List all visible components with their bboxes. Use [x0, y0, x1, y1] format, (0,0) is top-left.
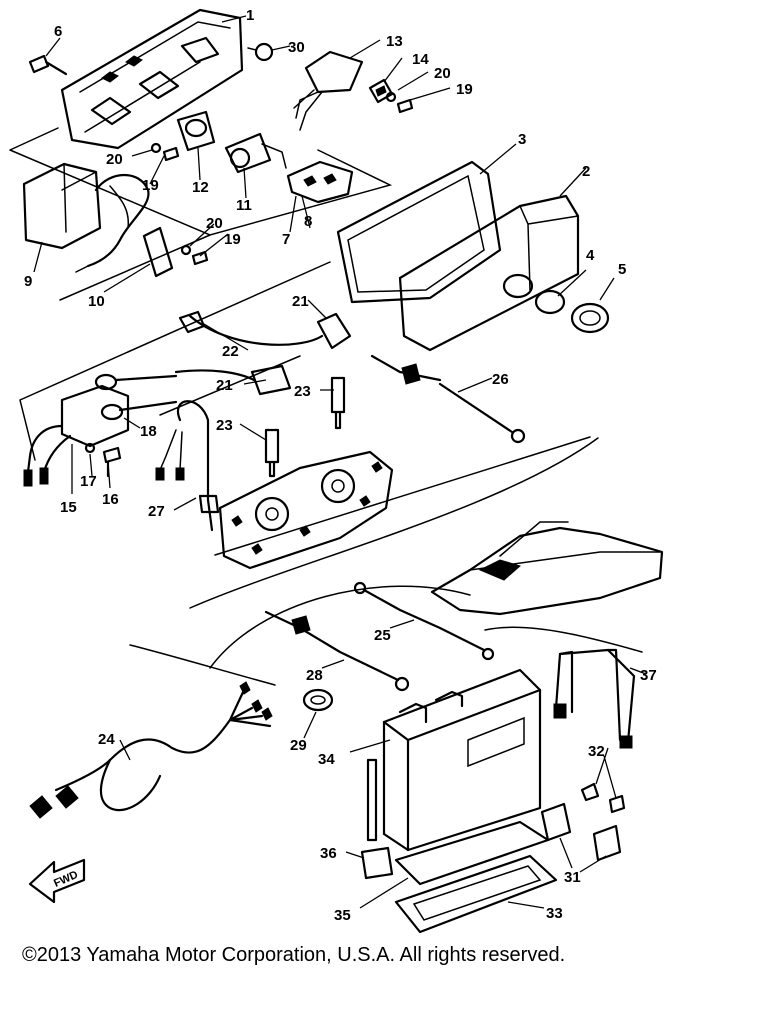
box-wire-harness — [75, 174, 150, 273]
callout-24: 24 — [98, 731, 115, 748]
bolt-16 — [102, 446, 122, 478]
callout-28: 28 — [306, 667, 323, 684]
spark-plug-23-right — [330, 376, 346, 430]
callout-19-upper: 19 — [456, 81, 473, 98]
gasket-3 — [336, 160, 502, 304]
callout-15: 15 — [60, 499, 77, 516]
plug-cap-21-lower — [174, 364, 292, 396]
callout-5: 5 — [618, 261, 626, 278]
callout-33: 33 — [546, 905, 563, 922]
cover-2 — [398, 194, 580, 352]
spark-plug-23-left — [264, 428, 280, 478]
callout-29: 29 — [290, 737, 307, 754]
callout-27: 27 — [148, 503, 165, 520]
callout-1: 1 — [246, 7, 254, 24]
battery-34 — [382, 668, 542, 852]
high-tension-cord-22 — [178, 310, 324, 346]
electrical-box-group-outline — [9, 127, 393, 301]
callout-21-lower: 21 — [216, 377, 233, 394]
callout-19-lower: 19 — [224, 231, 241, 248]
callout-36: 36 — [320, 845, 337, 862]
clamp-29 — [302, 688, 334, 712]
callout-6: 6 — [54, 23, 62, 40]
callout-20-lower: 20 — [206, 215, 223, 232]
ignition-coil-18 — [60, 373, 178, 448]
solenoid-11 — [224, 132, 287, 174]
battery-box-tray-33 — [394, 854, 558, 934]
callout-13: 13 — [386, 33, 403, 50]
callout-19-middle: 19 — [142, 177, 159, 194]
callout-7: 7 — [282, 231, 290, 248]
callout-14: 14 — [412, 51, 429, 68]
pad-35 — [394, 820, 550, 886]
strap-37 — [553, 648, 636, 749]
callout-22: 22 — [222, 343, 239, 360]
plug-cap-21-upper — [316, 312, 352, 350]
electrical-box — [60, 8, 244, 150]
callout-37: 37 — [640, 667, 657, 684]
callout-23-right: 23 — [294, 383, 311, 400]
callout-4: 4 — [586, 247, 595, 264]
callout-3: 3 — [518, 131, 526, 148]
screws-32 — [580, 782, 626, 814]
battery-cable-25 — [353, 581, 495, 661]
starter-relay-12 — [176, 110, 216, 152]
screw-set-upper — [385, 91, 414, 114]
callout-23-left: 23 — [216, 417, 233, 434]
callout-20-upper: 20 — [434, 65, 451, 82]
callout-8: 8 — [304, 213, 312, 230]
callout-34: 34 — [318, 751, 335, 768]
screw-set-middle — [150, 142, 180, 162]
callout-20-middle: 20 — [106, 151, 123, 168]
callout-12: 12 — [192, 179, 209, 196]
engine-group-outline — [189, 436, 599, 609]
callout-9: 9 — [24, 273, 32, 290]
callout-17: 17 — [80, 473, 97, 490]
callout-18: 18 — [140, 423, 157, 440]
copyright-notice: ©2013 Yamaha Motor Corporation, U.S.A. A… — [22, 944, 566, 966]
callout-30: 30 — [288, 39, 305, 56]
washer-17 — [84, 442, 96, 454]
terminal-strip-8 — [286, 160, 354, 204]
cdi-unit-9 — [22, 162, 102, 250]
battery-group-outline — [129, 585, 643, 686]
grommet-30 — [247, 42, 274, 62]
wire-harness-24 — [29, 681, 273, 819]
battery-cable-28 — [264, 610, 410, 692]
leader-lines — [33, 15, 647, 909]
callout-11: 11 — [236, 197, 252, 214]
callout-26: 26 — [492, 371, 509, 388]
fwd-arrow: FWD — [28, 858, 86, 904]
callout-21-upper: 21 — [292, 293, 309, 310]
battery-cable-26 — [370, 354, 526, 444]
screw-set-lower — [180, 244, 209, 266]
rectifier-13 — [293, 50, 364, 131]
cylinder-head — [218, 450, 394, 570]
callout-32: 32 — [588, 743, 605, 760]
callout-10: 10 — [88, 293, 105, 310]
callout-2: 2 — [582, 163, 590, 180]
watercraft-hull — [430, 521, 664, 616]
vent-tube-36 — [360, 758, 394, 880]
callout-16: 16 — [102, 491, 119, 508]
callout-labels: 1 2 3 4 5 6 7 8 9 10 11 12 13 14 15 16 1… — [24, 7, 657, 924]
coil-leads-15 — [23, 424, 72, 487]
fuse-holder-14 — [368, 78, 394, 104]
high-tension-wire-27 — [155, 400, 220, 532]
ignition-group-outline — [19, 261, 331, 461]
callout-31: 31 — [564, 869, 581, 886]
bracket-10 — [142, 226, 174, 278]
brackets-31 — [540, 802, 622, 862]
cap-5 — [570, 302, 610, 334]
callout-25: 25 — [374, 627, 391, 644]
o-ring-4 — [534, 289, 566, 315]
bolt-6 — [28, 54, 68, 76]
callout-35: 35 — [334, 907, 351, 924]
